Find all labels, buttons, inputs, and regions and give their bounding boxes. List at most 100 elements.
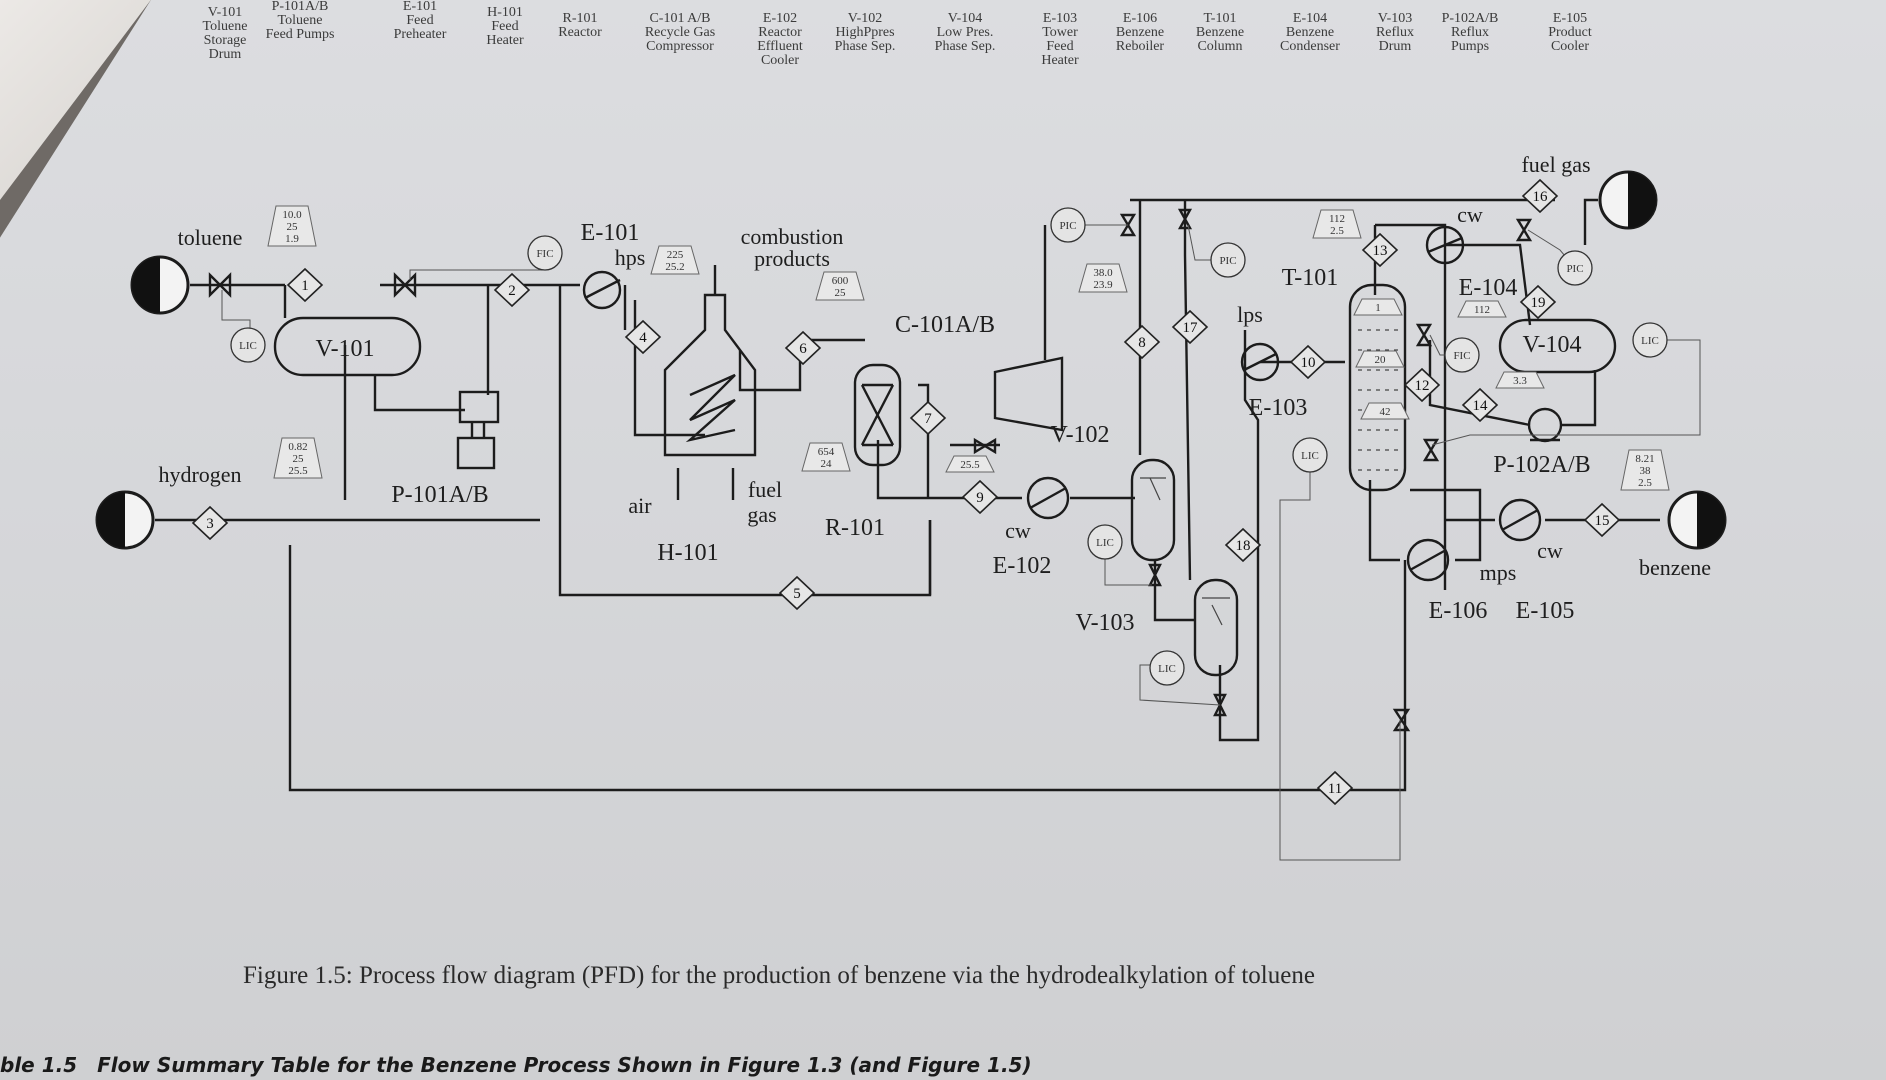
controller-fic_feed: FIC bbox=[527, 235, 563, 271]
v103-level-valve bbox=[1213, 693, 1227, 717]
stream-number-text: 17 bbox=[1183, 320, 1199, 336]
reboiler-return-line bbox=[1410, 488, 1482, 562]
flag-tray20: 20 bbox=[1355, 350, 1405, 368]
label-e105: E-105 bbox=[1516, 598, 1575, 624]
stream-label-fuel_gas_out: fuel gas bbox=[1521, 152, 1590, 177]
stream-label-lps: lps bbox=[1237, 302, 1263, 327]
stream-number-2: 2 bbox=[493, 272, 531, 308]
t101-trays bbox=[1358, 309, 1398, 471]
stream18-line bbox=[1243, 330, 1260, 540]
e104-condenser bbox=[1425, 225, 1465, 265]
stream-number-text: 5 bbox=[793, 586, 801, 602]
header-tag: E-105 bbox=[1553, 11, 1587, 26]
v103-vapor-line bbox=[1183, 200, 1192, 581]
controller-pic_t101: PIC bbox=[1210, 242, 1246, 278]
stream-label-cw_e104: cw bbox=[1457, 202, 1483, 227]
stream-number-9: 9 bbox=[961, 479, 999, 515]
controller-label: FIC bbox=[1453, 350, 1470, 362]
label-p102: P-102A/B bbox=[1493, 452, 1590, 478]
controller-lic_v103: LIC bbox=[1149, 650, 1185, 686]
header-desc: Feed bbox=[491, 19, 518, 34]
controller-lic_v101: LIC bbox=[230, 327, 266, 363]
e101-tube bbox=[584, 278, 621, 300]
header-desc: Toluene bbox=[203, 19, 248, 34]
controller-label: LIC bbox=[1301, 450, 1319, 462]
stream-label-combustion2: products bbox=[754, 246, 830, 271]
stream-label-air: air bbox=[628, 493, 652, 518]
v104-drum bbox=[1498, 318, 1617, 374]
flag-value: 20 bbox=[1375, 354, 1387, 366]
label-v103: V-103 bbox=[1075, 610, 1134, 636]
stream-number-text: 14 bbox=[1473, 398, 1489, 414]
flag-value: 2.5 bbox=[1638, 477, 1652, 489]
r101-catalyst-bed bbox=[860, 383, 895, 447]
stream-number-6: 6 bbox=[784, 330, 822, 366]
header-tag: E-103 bbox=[1043, 11, 1077, 26]
stream-number-text: 7 bbox=[924, 411, 932, 427]
stream-number-text: 1 bbox=[301, 278, 309, 294]
reactor-side-line bbox=[918, 383, 930, 498]
flag-value: 0.82 bbox=[288, 441, 307, 453]
header-desc: Feed bbox=[406, 13, 433, 28]
stream-number-text: 3 bbox=[206, 516, 214, 532]
header-tag: V-103 bbox=[1378, 11, 1413, 26]
controller-label: PIC bbox=[1219, 255, 1236, 267]
lic-v104-loop bbox=[1431, 339, 1701, 446]
feed-control-valve bbox=[393, 272, 417, 298]
flag-value: 2.5 bbox=[1330, 225, 1344, 237]
stream5-line bbox=[558, 305, 932, 597]
table-title-prefix: ble 1.5 bbox=[0, 1053, 78, 1077]
controller-lic_v104: LIC bbox=[1632, 322, 1668, 358]
v103-internal bbox=[1202, 597, 1230, 626]
controller-label: LIC bbox=[239, 340, 257, 352]
flag-value: 3.3 bbox=[1513, 375, 1527, 387]
stream-number-13: 13 bbox=[1361, 232, 1399, 268]
stream13-line bbox=[1375, 223, 1447, 235]
benzene-level-valve bbox=[1422, 438, 1440, 462]
header-tag: H-101 bbox=[487, 5, 523, 20]
flag-value: 42 bbox=[1380, 406, 1391, 418]
controller-lic_t101: LIC bbox=[1292, 437, 1328, 473]
stream-number-10: 10 bbox=[1289, 344, 1327, 380]
header-desc: Phase Sep. bbox=[935, 39, 996, 54]
e106-reboiler bbox=[1406, 538, 1450, 582]
fic-feed-loop bbox=[409, 253, 546, 280]
equipment bbox=[273, 225, 1617, 677]
equipment-header-list: V-101TolueneStorageDrumP-101A/BTolueneFe… bbox=[203, 0, 1592, 68]
header-desc: Benzene bbox=[1286, 25, 1334, 40]
stream-number-text: 18 bbox=[1236, 538, 1251, 554]
flag-value: 25 bbox=[287, 221, 299, 233]
header-desc: Column bbox=[1197, 39, 1242, 54]
flag-value: 23.9 bbox=[1093, 279, 1113, 291]
controller-label: LIC bbox=[1096, 537, 1114, 549]
stream-number-text: 2 bbox=[508, 283, 516, 299]
stream-label-fuel_gas_in2: gas bbox=[747, 502, 776, 527]
stream-number-19: 19 bbox=[1519, 284, 1557, 320]
flag-value: 24 bbox=[821, 458, 833, 470]
flag-stream9: 25.5 bbox=[945, 455, 995, 473]
p101-pump-body bbox=[456, 436, 496, 470]
stream-number-7: 7 bbox=[909, 400, 947, 436]
flag-value: 25 bbox=[835, 287, 847, 299]
stream-number-1: 1 bbox=[286, 267, 324, 303]
v101-drum bbox=[273, 316, 422, 377]
stream-label-cw_e105: cw bbox=[1537, 538, 1563, 563]
header-desc: Toluene bbox=[278, 13, 323, 28]
flag-value: 654 bbox=[818, 446, 835, 458]
flag-v102_top: 38.023.9 bbox=[1078, 263, 1128, 293]
header-desc: Tower bbox=[1042, 25, 1078, 40]
header-tag: T-101 bbox=[1204, 11, 1237, 26]
stream-number-text: 6 bbox=[799, 341, 807, 357]
flag-value: 25.5 bbox=[288, 465, 308, 477]
label-h101: H-101 bbox=[657, 540, 718, 566]
flag-value: 25.5 bbox=[960, 459, 980, 471]
header-desc: Product bbox=[1548, 25, 1592, 40]
flag-value: 25.2 bbox=[665, 261, 684, 273]
label-v101: V-101 bbox=[315, 336, 374, 362]
